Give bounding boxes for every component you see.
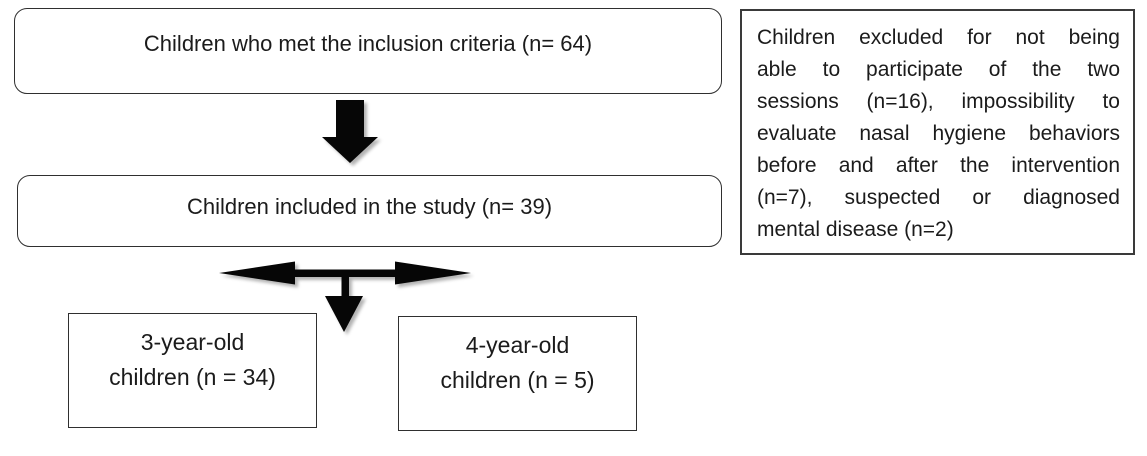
exclusion-line: able to participate of the two [757,58,1120,81]
age-4-line2: children (n = 5) [440,367,595,393]
exclusion-line: evaluate nasal hygiene behaviors [757,122,1120,145]
age-4-box: 4-year-old children (n = 5) [398,316,637,431]
down-arrow-icon [322,100,378,163]
inclusion-criteria-box: Children who met the inclusion criteria … [14,8,722,94]
age-3-line2: children (n = 34) [109,364,276,390]
included-in-study-label: Children included in the study (n= 39) [186,194,553,219]
exclusion-line: Children excluded for not being [757,26,1120,49]
age-3-box: 3-year-old children (n = 34) [68,313,317,428]
branch-arrow-icon [219,261,471,332]
age-4-line1: 4-year-old [465,332,570,358]
inclusion-criteria-label: Children who met the inclusion criteria … [143,31,593,56]
age-3-line1: 3-year-old [140,329,245,355]
exclusion-line: mental disease (n=2) [757,218,954,241]
exclusion-box: Children excluded for not being able to … [740,9,1135,255]
exclusion-line: before and after the intervention [757,154,1120,177]
included-in-study-box: Children included in the study (n= 39) [17,175,722,247]
exclusion-line: (n=7), suspected or diagnosed [757,186,1120,209]
exclusion-line: sessions (n=16), impossibility to [757,90,1120,113]
